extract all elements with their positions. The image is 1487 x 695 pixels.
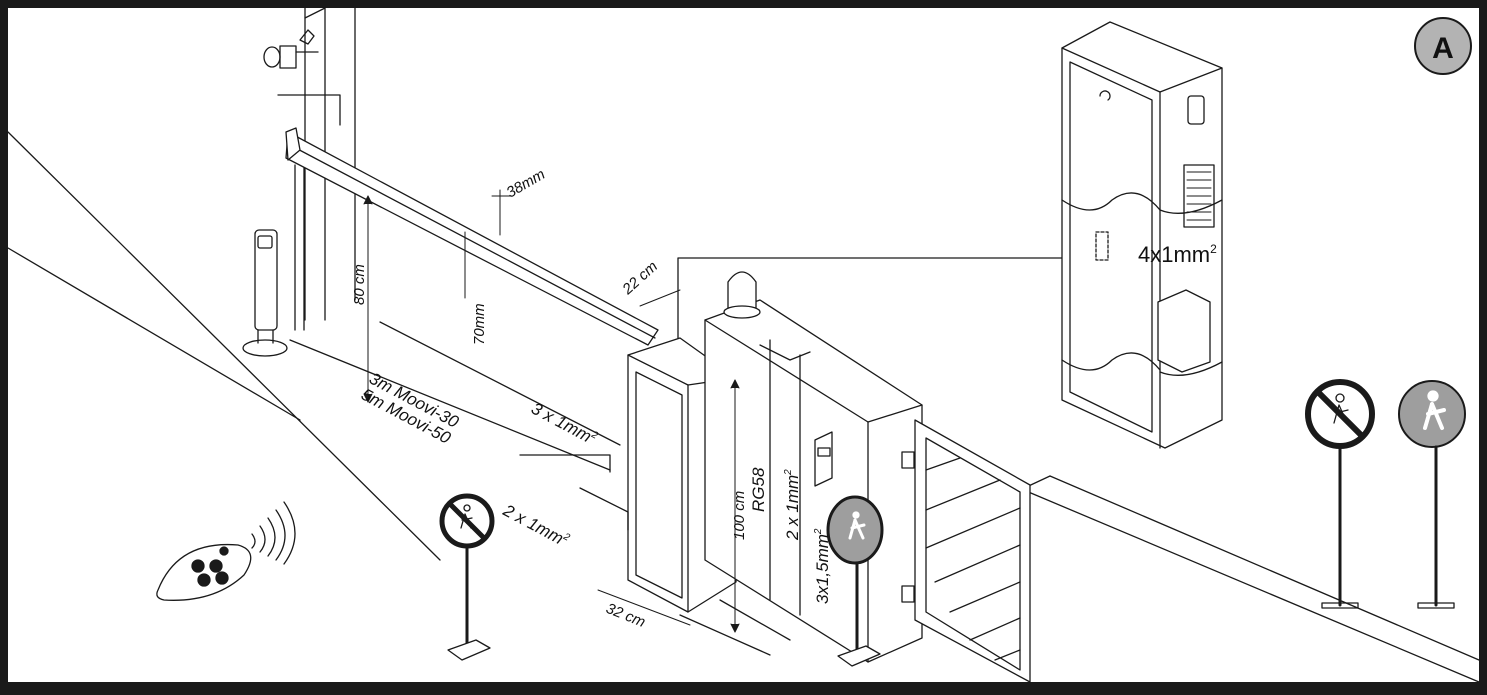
remote-control-icon [156,543,252,601]
flashing-lamp-icon [723,271,761,319]
beam-height-label: 70mm [471,303,488,345]
radio-signal-icon [251,501,296,565]
cable-detail-label: 4x1mm2 [1138,242,1217,267]
detail-leader [677,257,1099,339]
photocell-icon [242,229,288,357]
support-post [294,164,305,331]
cable-power-label: 3x1,5mm2 [813,528,832,604]
wall-pillar [277,7,356,321]
keypad-icon [814,431,833,487]
pedestrian-allowed-sign-icon [826,495,884,667]
cable-paths [289,321,811,656]
dimension-lines [363,189,740,633]
pedestrian-allowed-sign-right [1398,380,1466,609]
no-pedestrians-sign-icon [439,493,495,661]
cable-antenna-label: RG58 [749,467,768,512]
cabinet-height-label: 100 cm [731,491,748,540]
no-pedestrians-sign-right [1305,379,1375,609]
beam-clearance-label: 80 cm [351,264,368,305]
boom-arm [285,127,659,346]
figure-badge: A [1414,17,1472,75]
gate-panel [901,419,1031,683]
cable-lamp-label: 2 x 1mm2 [783,469,802,541]
ground-lines [7,131,1480,683]
key-switch-icon [263,29,319,69]
cabinet-detail [1061,21,1223,449]
gate-pillar [704,299,923,663]
badge-label: A [1432,32,1454,65]
